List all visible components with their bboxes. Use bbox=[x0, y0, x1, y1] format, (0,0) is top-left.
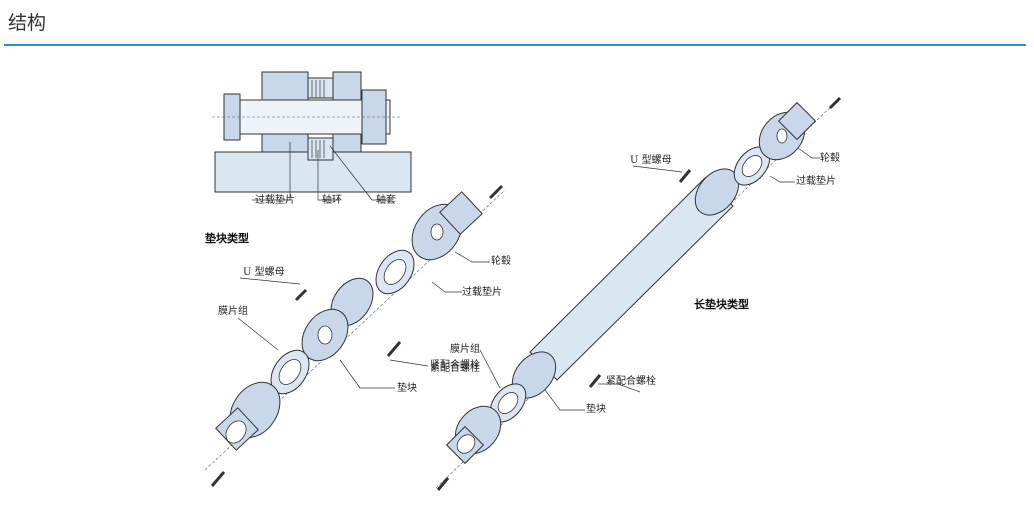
pad-type-assembly bbox=[204, 184, 506, 487]
label-fit-bolt-c: 紧配合螺栓 bbox=[606, 374, 656, 387]
label-spacer: 垫块 bbox=[397, 381, 417, 394]
label-shaft-ring: 轴环 bbox=[322, 193, 342, 206]
section-title: 结构 bbox=[8, 12, 47, 34]
label-fit-bolt-b: 紧配合螺栓 bbox=[430, 361, 480, 374]
label-hub: 轮毂 bbox=[491, 254, 511, 267]
label-overload-washer-c: 过载垫片 bbox=[796, 174, 836, 187]
label-fit-bolt: 紧配合螺栓 bbox=[430, 358, 480, 371]
long-pad-type-assembly bbox=[435, 96, 842, 491]
label-u-nut-b: U 型螺母 bbox=[630, 153, 672, 166]
label-spacer-b: 垫块 bbox=[586, 402, 606, 415]
label-hub-b: 轮毂 bbox=[820, 151, 840, 164]
section-header: 结构 bbox=[0, 0, 1034, 46]
cross-section-detail: 过载垫片 轴环 轴套 bbox=[212, 71, 412, 206]
label-overload-washer-b: 过载垫片 bbox=[462, 285, 502, 298]
label-membrane-set-b: 膜片组 bbox=[450, 342, 480, 355]
label-pad-type: 垫块类型 bbox=[205, 231, 249, 245]
label-shaft-sleeve: 轴套 bbox=[376, 193, 396, 206]
label-membrane-set: 膜片组 bbox=[218, 304, 248, 317]
label-overload-washer: 过载垫片 bbox=[255, 193, 295, 206]
title-underline bbox=[4, 44, 1026, 46]
label-long-pad-type: 长垫块类型 bbox=[694, 297, 749, 311]
label-u-nut: U 型螺母 bbox=[243, 265, 285, 278]
